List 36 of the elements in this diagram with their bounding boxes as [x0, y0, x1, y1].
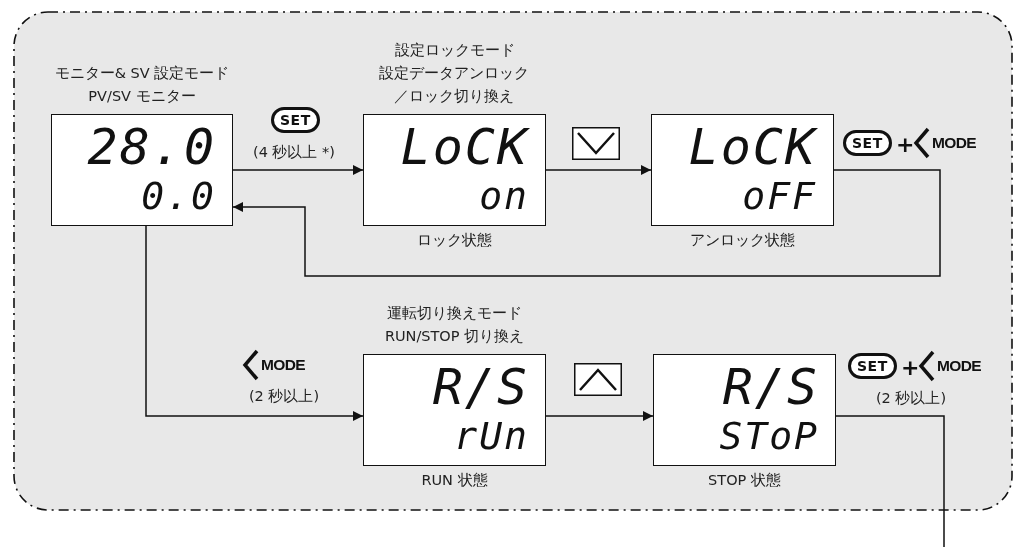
mode-heading: 設定データアンロック／ロック切り換え	[379, 64, 530, 106]
mode-heading: RUN/STOP 切り換え	[384, 327, 525, 346]
mode-heading: モニター& SV 設定モード	[54, 64, 230, 83]
connector-arrow	[232, 165, 364, 175]
display-readout: SToP	[719, 415, 819, 457]
edge-label: (2 秒以上)	[247, 387, 321, 405]
state-caption: STOP 状態	[708, 471, 781, 490]
connector-arrow	[232, 169, 941, 277]
connector-arrow	[145, 225, 364, 421]
plus-sign: +	[896, 133, 915, 157]
display-readout: oFF	[742, 175, 817, 217]
display-readout: 0.0	[141, 175, 216, 217]
mode-key-label: MODE	[261, 356, 306, 374]
display-readout: 28.0	[87, 119, 216, 175]
state-caption: ロック状態	[417, 231, 492, 250]
display-readout: on	[479, 175, 529, 217]
connector-arrow	[545, 411, 654, 421]
mode-key-label: MODE	[932, 134, 977, 152]
edge-label: (2 秒以上)	[874, 389, 948, 407]
display-readout: R/S	[722, 359, 819, 415]
display-readout: rUn	[454, 415, 529, 457]
mode-key-label: MODE	[937, 357, 982, 375]
set-key: SET	[843, 130, 892, 156]
edge-label: (4 秒以上 *)	[252, 143, 336, 161]
state-caption: アンロック状態	[690, 231, 795, 250]
set-key: SET	[848, 353, 897, 379]
display-readout: LoCK	[400, 119, 529, 175]
mode-heading: 設定ロックモード	[394, 41, 515, 60]
connector-arrow	[545, 165, 652, 175]
plus-sign: +	[901, 356, 920, 380]
mode-heading: PV/SV モニター	[88, 87, 196, 106]
mode-heading: 運転切り換えモード	[387, 304, 522, 323]
display-readout: LoCK	[688, 119, 817, 175]
set-key: SET	[271, 107, 320, 133]
state-caption: RUN 状態	[421, 471, 488, 490]
display-readout: R/S	[432, 359, 529, 415]
